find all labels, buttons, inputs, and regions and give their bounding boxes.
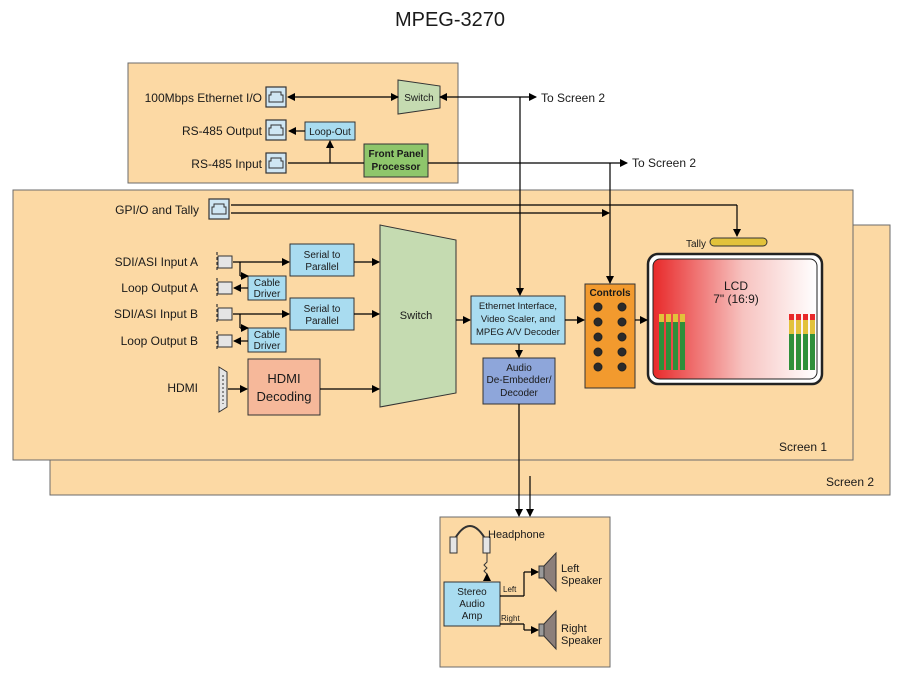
rs485-output-label: RS-485 Output: [182, 124, 263, 138]
sdi-input-a-label: SDI/ASI Input A: [115, 255, 198, 269]
cable-driver-b-block: [247, 327, 287, 353]
tally-light: [709, 237, 768, 247]
lcd-screen: [652, 258, 818, 380]
loop-output-a-label: Loop Output A: [121, 281, 198, 295]
gpio-jack-icon: [208, 198, 230, 220]
diagram-title: MPEG-3270: [395, 9, 505, 31]
loop-out-label: Loop-Out: [309, 127, 351, 138]
front-panel-processor-block: [363, 143, 429, 178]
video-switch-block: [379, 224, 457, 408]
to-screen2-processor: To Screen 2: [632, 156, 696, 170]
controls-label: Controls: [589, 288, 631, 299]
cable-driver-a-block: [247, 275, 287, 301]
control-knob-icon: [593, 317, 603, 327]
hdmi-decoding-line1: HDMI: [267, 371, 300, 386]
rs485-input-label: RS-485 Input: [191, 157, 262, 171]
tally-label: Tally: [686, 239, 706, 250]
hdmi-label: HDMI: [167, 381, 198, 395]
amp-line2: Audio: [459, 599, 485, 610]
bnc-connector-icon: [216, 278, 233, 298]
control-knob-icon: [593, 347, 603, 357]
left-speaker-line1: Left: [561, 563, 579, 575]
screen1-label: Screen 1: [779, 440, 827, 454]
left-speaker-line2: Speaker: [561, 575, 602, 587]
cable-driver-b-line1: Cable: [254, 330, 281, 341]
rs485-input-jack-icon: [265, 152, 287, 174]
serial-parallel-b-line1: Serial to: [304, 304, 341, 315]
front-panel-line1: Front Panel: [368, 149, 423, 160]
sdi-input-b-label: SDI/ASI Input B: [114, 307, 198, 321]
cable-driver-a-line1: Cable: [254, 278, 281, 289]
audio-line1: Audio: [506, 363, 532, 374]
network-switch-label: Switch: [404, 93, 433, 104]
screen2-label: Screen 2: [826, 475, 874, 489]
amp-line1: Stereo: [457, 587, 487, 598]
bnc-connector-icon: [216, 252, 233, 272]
left-speaker-icon: [538, 551, 557, 593]
ethernet-interface-block: [470, 295, 566, 345]
right-speaker-line1: Right: [561, 623, 587, 635]
right-channel-label: Right: [501, 614, 520, 623]
control-knob-icon: [617, 302, 627, 312]
serial-parallel-a-line1: Serial to: [304, 250, 341, 261]
left-channel-label: Left: [503, 585, 517, 594]
control-knob-icon: [593, 302, 603, 312]
control-knob-icon: [617, 332, 627, 342]
serial-to-parallel-a-block: [289, 243, 355, 277]
serial-parallel-b-line2: Parallel: [305, 316, 338, 327]
eth-block-line1: Ethernet Interface,: [479, 301, 557, 312]
front-panel-line2: Processor: [372, 162, 421, 173]
rs485-output-jack-icon: [265, 119, 287, 141]
bnc-connector-icon: [216, 304, 233, 324]
stereo-audio-amp-block: [443, 581, 501, 627]
bnc-connector-icon: [216, 331, 233, 351]
video-switch-label: Switch: [400, 310, 432, 322]
amp-line3: Amp: [462, 611, 483, 622]
headphone-icon: [449, 525, 491, 554]
network-switch-block: [397, 79, 441, 115]
lcd-line1: LCD: [724, 279, 748, 293]
hdmi-decoding-block: [247, 358, 321, 416]
eth-block-line3: MPEG A/V Decoder: [476, 327, 560, 338]
audio-line3: Decoder: [500, 388, 538, 399]
control-knob-icon: [617, 362, 627, 372]
loop-output-b-label: Loop Output B: [121, 334, 198, 348]
eth-block-line2: Video Scaler, and: [481, 314, 555, 325]
serial-parallel-a-line2: Parallel: [305, 262, 338, 273]
lcd-line2: 7" (16:9): [713, 292, 759, 306]
controls-block: [584, 283, 636, 389]
cable-driver-b-line2: Driver: [254, 341, 281, 352]
audio-level-meters-right: [789, 314, 815, 370]
hdmi-connector-icon: [218, 366, 228, 413]
audio-de-embedder-block: [482, 357, 556, 405]
hdmi-decoding-line2: Decoding: [257, 389, 312, 404]
to-screen2-ethernet: To Screen 2: [541, 91, 605, 105]
serial-to-parallel-b-block: [289, 297, 355, 331]
right-speaker-icon: [538, 609, 557, 651]
audio-level-meters-left: [659, 314, 685, 370]
headphone-label: Headphone: [488, 529, 545, 541]
ethernet-jack-icon: [265, 86, 287, 108]
audio-line2: De-Embedder/: [486, 375, 551, 386]
gpio-tally-label: GPI/O and Tally: [115, 203, 199, 217]
cable-driver-a-line2: Driver: [254, 289, 281, 300]
control-buttons: [593, 302, 627, 372]
control-knob-icon: [593, 332, 603, 342]
control-knob-icon: [593, 362, 603, 372]
control-knob-icon: [617, 317, 627, 327]
control-knob-icon: [617, 347, 627, 357]
right-speaker-line2: Speaker: [561, 635, 602, 647]
ethernet-io-label: 100Mbps Ethernet I/O: [145, 91, 262, 105]
